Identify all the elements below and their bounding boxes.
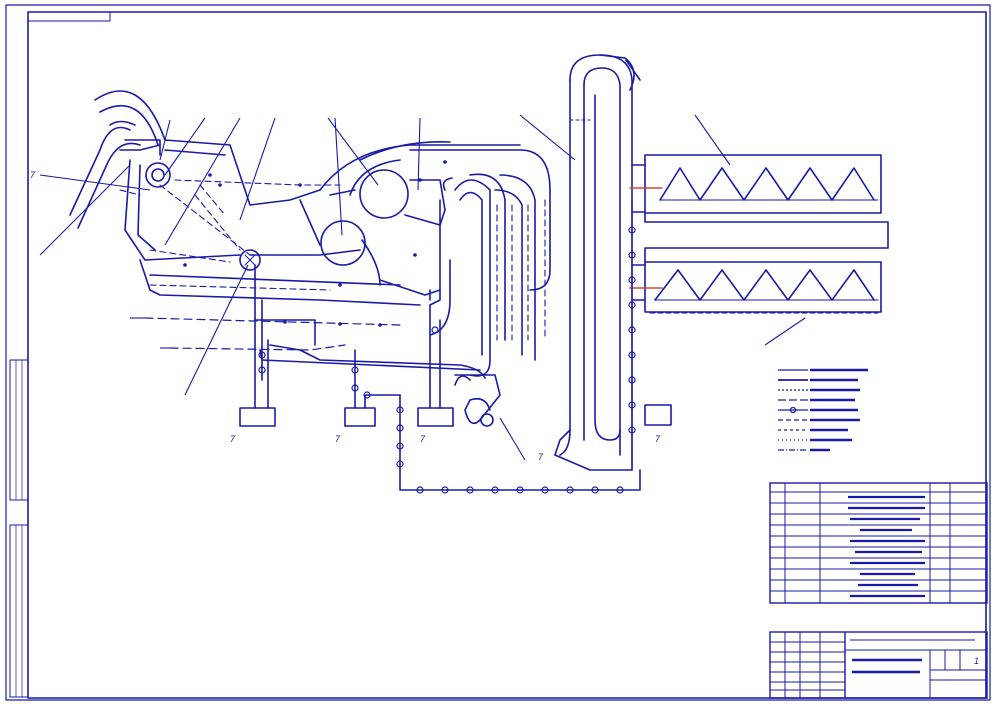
- bin-2: [344, 407, 376, 427]
- specification-table: [769, 482, 988, 604]
- bin-4: [644, 404, 672, 426]
- bin-1: [239, 407, 276, 427]
- upper-duct: [409, 149, 551, 291]
- zone-label-cleaning: 7: [335, 434, 341, 444]
- bucket-elevator: [554, 54, 641, 471]
- inner-frame: [27, 11, 987, 699]
- upper-auger: [659, 167, 875, 201]
- title-block: [769, 631, 988, 699]
- return-conveyor: [399, 394, 641, 491]
- feed-roller: [145, 162, 171, 188]
- left-side-stamp-lower: [9, 524, 29, 698]
- separator-housing: [119, 139, 421, 306]
- serpentine-dryer: [429, 173, 536, 377]
- cooler-unit: [631, 154, 889, 314]
- top-left-stamp: [27, 11, 111, 22]
- zone-label-feed: 7: [230, 434, 236, 444]
- upper-drum: [359, 169, 409, 219]
- intake-hopper: [69, 90, 166, 229]
- outer-border: [5, 4, 991, 701]
- distributor-node: [239, 249, 261, 271]
- sieve-lines: [119, 179, 341, 291]
- cyclone: [454, 374, 501, 425]
- zone-label-cooler: 7: [655, 434, 661, 444]
- left-side-stamp-upper: [9, 359, 29, 501]
- collector-upper: [144, 317, 401, 326]
- collector-lower: [169, 344, 346, 351]
- lower-auger: [654, 269, 875, 301]
- sheet-number: 1: [974, 656, 979, 666]
- legend: [778, 368, 868, 452]
- bin-3: [417, 407, 454, 427]
- zone-label-left-leader: 7: [30, 170, 36, 180]
- zone-label-tail: 7: [420, 434, 426, 444]
- lower-drum: [320, 220, 366, 266]
- zone-label-lower-tray: 7: [538, 452, 544, 462]
